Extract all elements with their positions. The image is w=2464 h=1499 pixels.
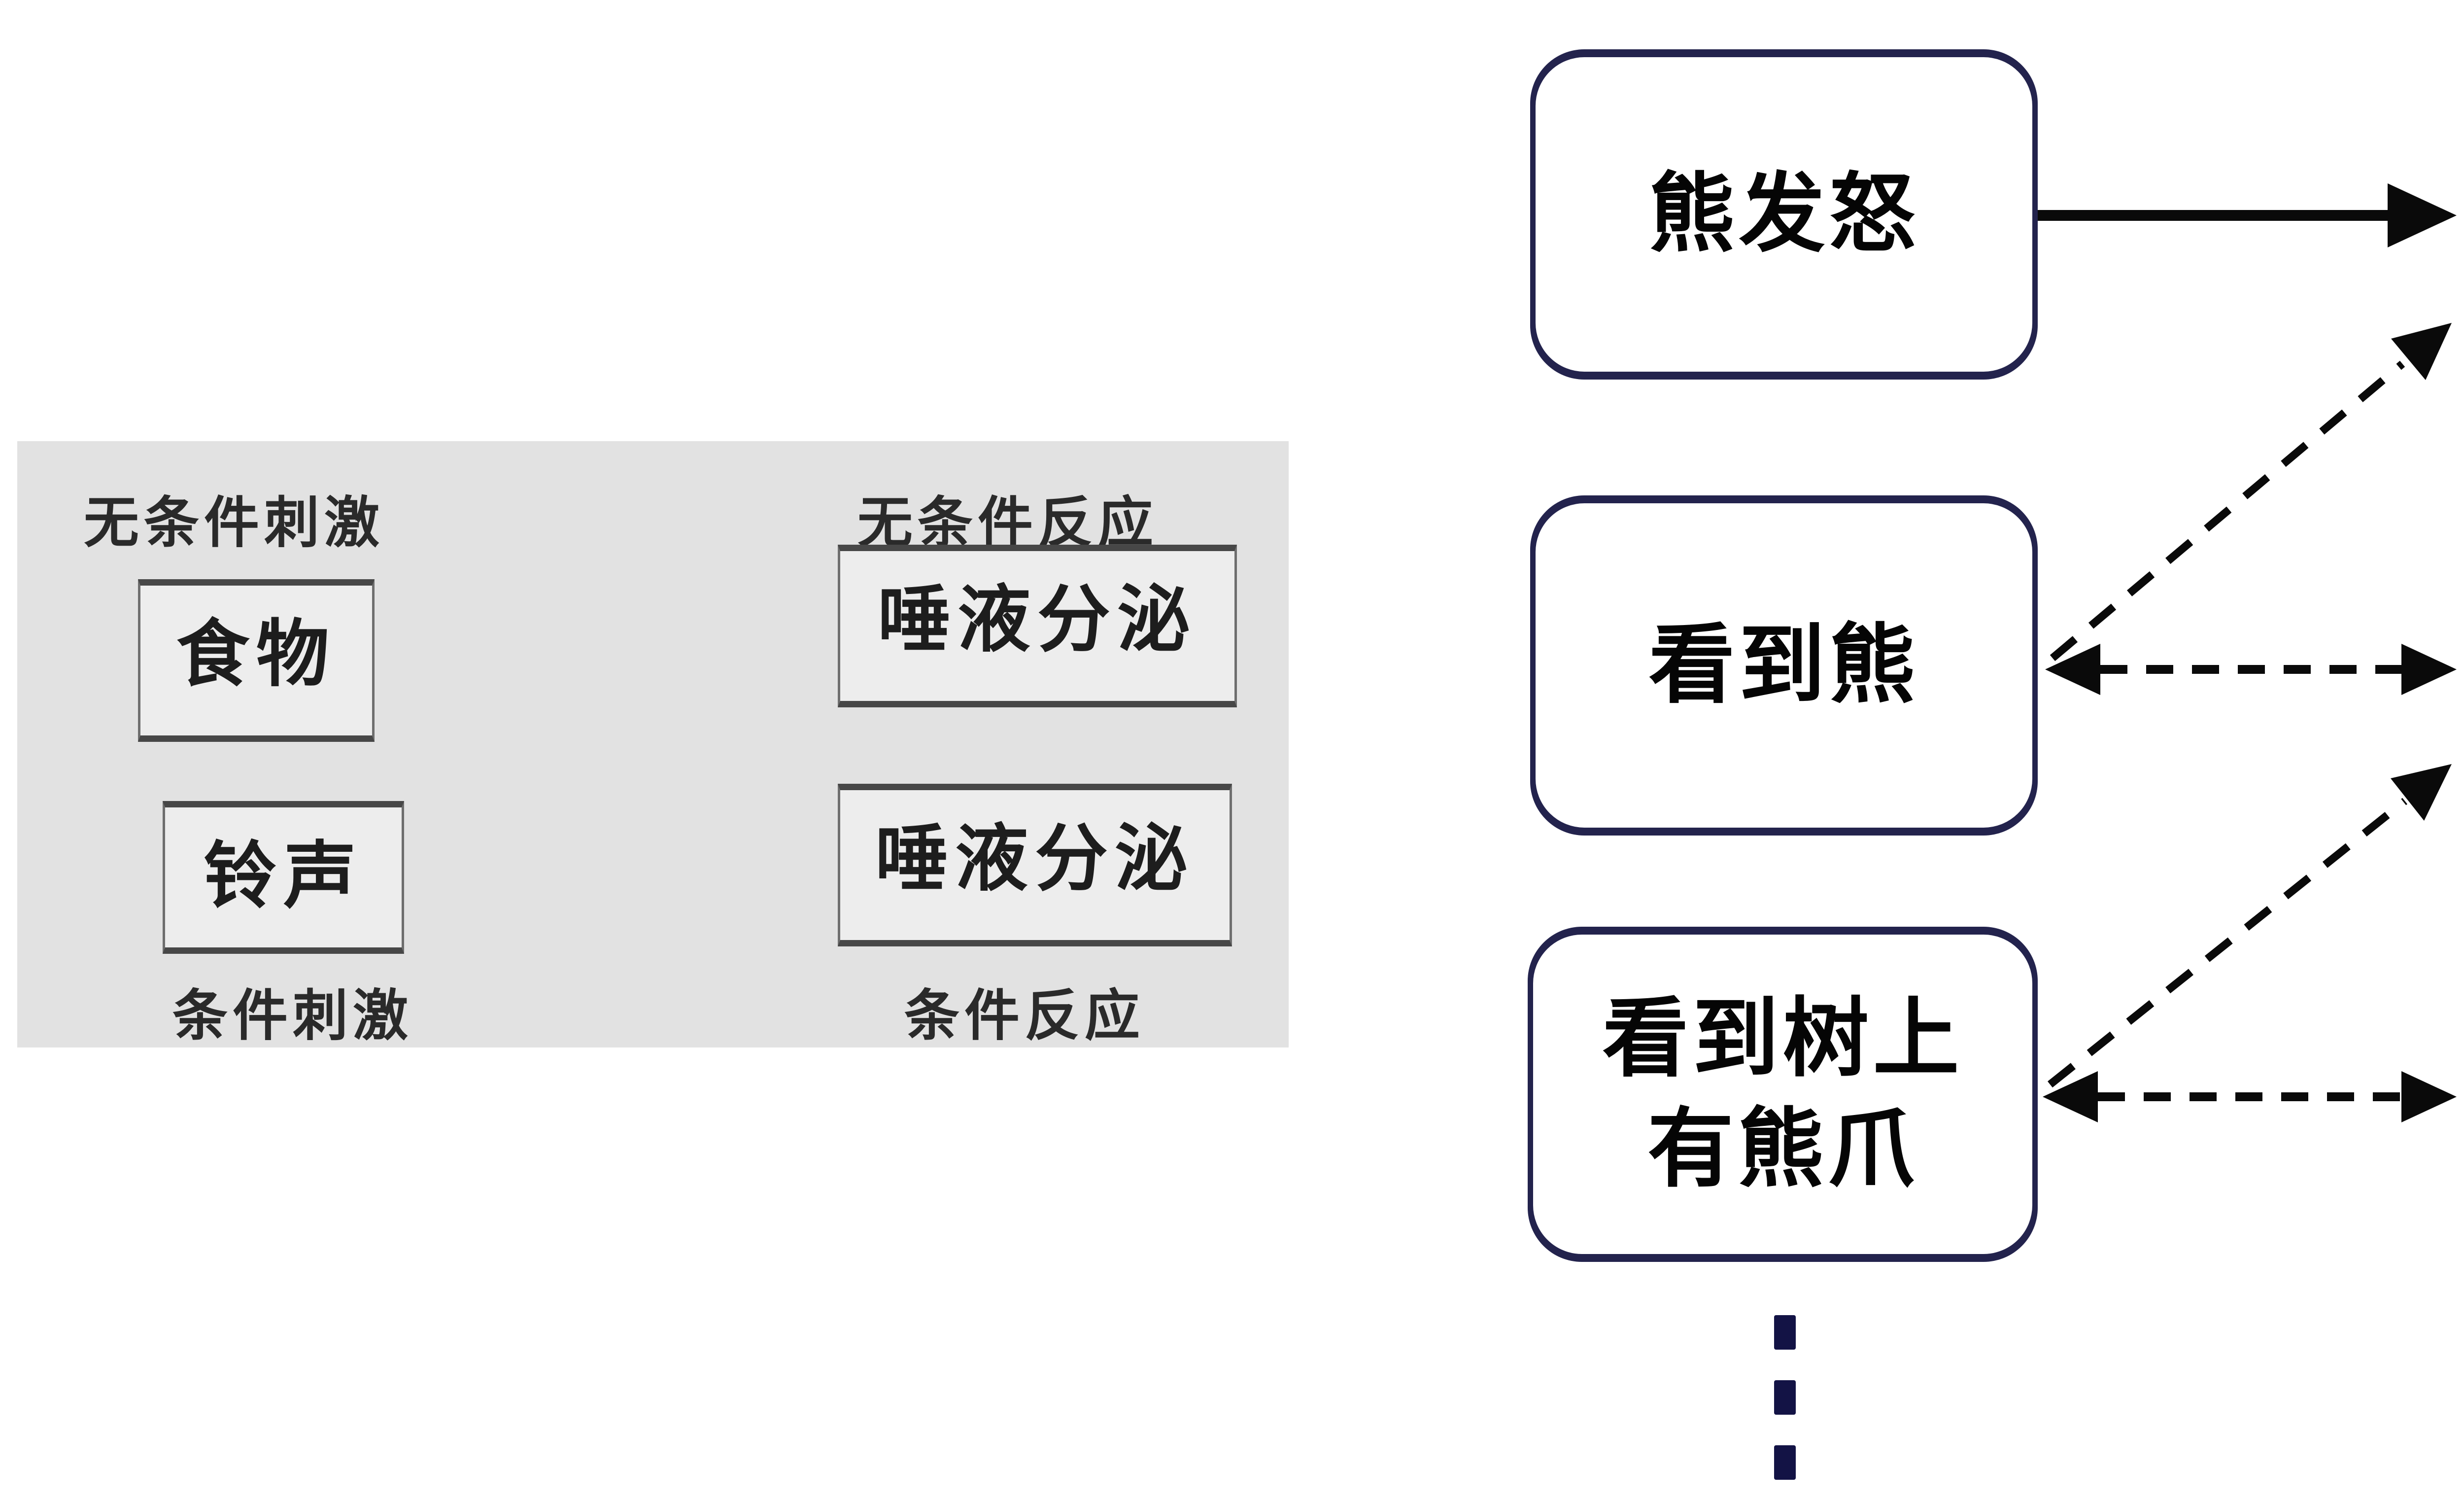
see-bear-to-reward-dashed-arrow (2050, 360, 2405, 662)
state-claw-line2: 有熊爪 (1647, 1101, 1918, 1197)
saliva-top-label: 唾液分泌 (878, 579, 1197, 661)
food-box: 食物 (138, 579, 375, 742)
state-see-bear-label: 看到熊 (1648, 617, 1919, 713)
saliva-bottom-box: 唾液分泌 (838, 784, 1232, 946)
claw-to-value-s-prime-arrowhead (2391, 764, 2452, 821)
claw-right-arrowhead (2401, 1071, 2457, 1122)
label-conditioned-response: 条件反应 (904, 985, 1145, 1046)
see-bear-left-arrowhead (2045, 644, 2100, 695)
see-bear-right-arrowhead (2401, 644, 2457, 695)
bear-anger-to-reward-arrowhead (2388, 183, 2457, 247)
claw-left-arrowhead (2043, 1071, 2098, 1122)
saliva-bottom-label: 唾液分泌 (875, 818, 1195, 900)
state-claw-line1: 看到树上 (1602, 991, 1963, 1087)
state-box-see-bear: 看到熊 (1530, 498, 2038, 833)
bell-box-label: 铃声 (204, 836, 363, 917)
conditioning-panel: 无条件刺激 无条件反应 食物 唾液分泌 铃声 唾液分泌 条件刺激 条件反应 (17, 441, 1289, 1047)
see-bear-to-reward-arrowhead (2391, 323, 2452, 380)
label-unconditioned-response: 无条件反应 (857, 492, 1158, 554)
state-ellipsis-dot (1774, 1315, 1796, 1350)
state-ellipsis-dot (1774, 1380, 1796, 1415)
claw-to-value-s-prime-dashed-arrow (2048, 798, 2407, 1088)
state-ellipsis-dot (1774, 1445, 1796, 1480)
saliva-top-box: 唾液分泌 (838, 545, 1237, 707)
label-conditioned-stimulus: 条件刺激 (172, 985, 413, 1046)
label-unconditioned-stimulus: 无条件刺激 (84, 492, 384, 554)
food-box-label: 食物 (176, 614, 336, 695)
state-claw-label: 看到树上 有熊爪 (1603, 984, 1963, 1205)
state-box-claw-on-tree: 看到树上 有熊爪 (1528, 929, 2038, 1259)
state-bear-anger-label: 熊发怒 (1648, 166, 1919, 262)
state-box-bear-anger: 熊发怒 (1530, 52, 2038, 377)
bell-box: 铃声 (163, 801, 404, 954)
